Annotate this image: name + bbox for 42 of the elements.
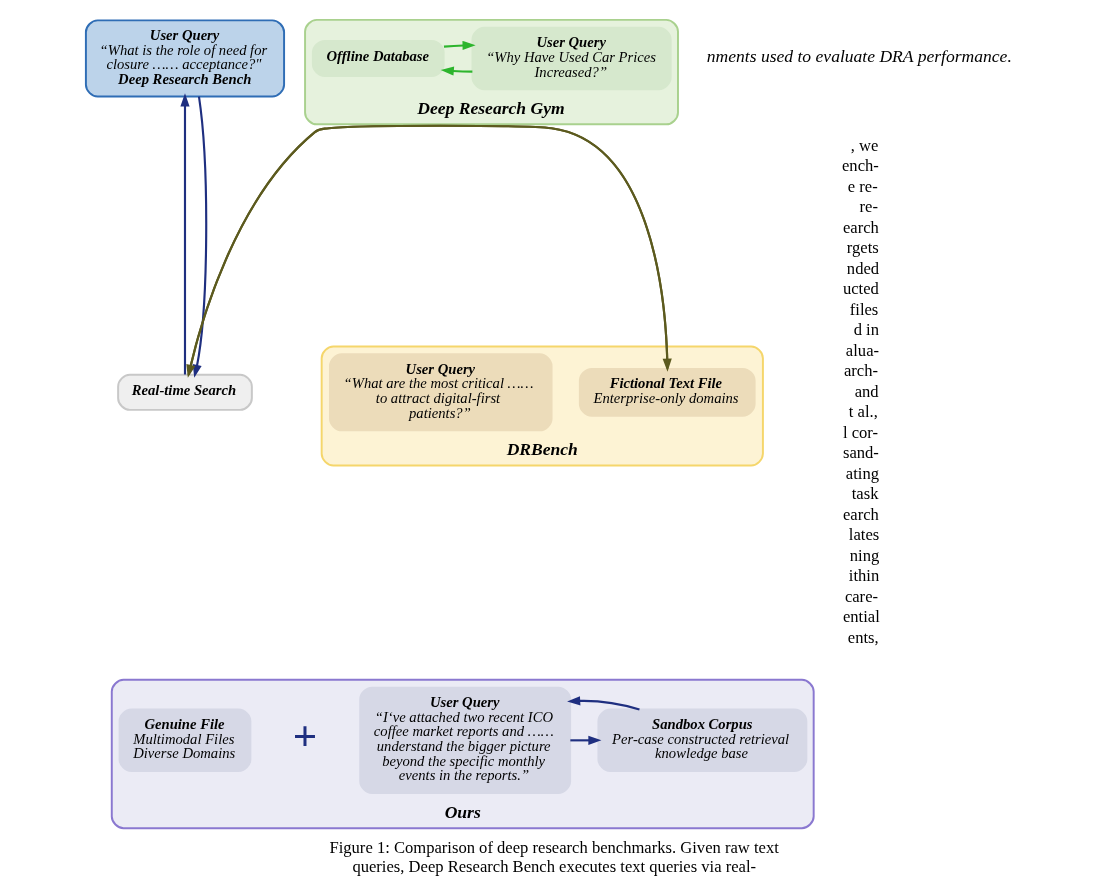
caption: Figure 1: Comparison of deep research benchmarks. Given raw text queries, Deep Research Bench executes text queries via real- — [328, 838, 779, 876]
arrow — [569, 735, 601, 745]
label: files — [849, 299, 878, 319]
label: ucted — [842, 279, 879, 299]
label: ench- — [841, 156, 879, 176]
node-box: User Query “What are the most critical …… to attract digital-first patients?” — [328, 353, 553, 432]
label: ning — [849, 545, 879, 565]
arrow — [443, 40, 476, 51]
label: t al., — [848, 402, 878, 422]
label: nded — [846, 258, 879, 278]
label: , we — [850, 135, 878, 155]
node-box: Real-time Search — [116, 373, 253, 411]
label: d in — [853, 320, 879, 340]
node-box: User Query “What is the role of need for closure …… acceptance?" Deep Research Bench — [84, 19, 285, 98]
arrow — [192, 96, 207, 378]
arrow — [179, 93, 190, 375]
label: ating — [845, 463, 879, 483]
label: l cor- — [842, 422, 878, 442]
label: care- — [844, 586, 878, 606]
label: rgets — [846, 238, 879, 258]
label: task — [851, 484, 878, 504]
label: ential — [842, 607, 880, 627]
label: nments used to evaluate DRA performance. — [706, 45, 1012, 66]
node-box: Fictional Text File Enterprise-only domains — [578, 367, 756, 417]
label: ithin — [848, 566, 879, 586]
arrow — [440, 66, 472, 76]
node-box: Sandbox Corpus Per-case constructed retrieval knowledge base — [596, 708, 807, 773]
node-box: Offline Database — [311, 39, 445, 77]
label: ents, — [847, 627, 879, 647]
label: sand- — [842, 443, 879, 463]
arrow — [566, 696, 640, 711]
node-box: User Query “Why Have Used Car Prices Increased?” — [471, 26, 672, 91]
label: alua- — [845, 340, 879, 360]
node-box: User Query “I‘ve attached two recent ICO coffee market reports and …… understand the bigger picture beyond the specific monthly events in the reports.” — [358, 686, 571, 795]
label: earch — [842, 504, 879, 524]
label: and — [854, 381, 879, 401]
label: earch — [842, 217, 879, 237]
label: + — [292, 712, 317, 760]
label: arch- — [843, 361, 878, 381]
label: lates — [848, 525, 879, 545]
label: re- — [859, 197, 878, 217]
label: e re- — [847, 176, 878, 196]
